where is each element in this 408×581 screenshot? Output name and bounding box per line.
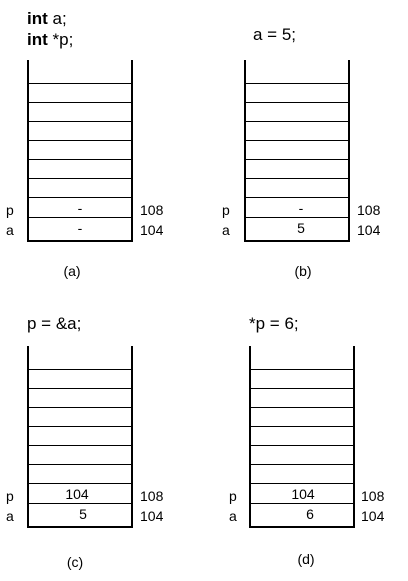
cell-p-value: -	[298, 200, 304, 216]
stack-slot-line	[244, 159, 350, 160]
stack-slot-line	[244, 102, 350, 103]
panel-a-code-line-1: int a;	[27, 8, 67, 29]
panel-a-code-line-2: int *p;	[27, 29, 73, 50]
stack-slot-line	[27, 445, 133, 446]
keyword-int: int	[27, 30, 48, 49]
stack-slot-line	[27, 197, 133, 198]
panel-c-caption: (c)	[66, 554, 84, 570]
address-label-a: 104	[357, 222, 381, 238]
var-label-a: a	[222, 222, 230, 238]
panel-a-stack: - -	[27, 60, 133, 242]
stack-bottom	[244, 240, 350, 242]
cell-a-value: 5	[79, 506, 87, 522]
panel-b-code: a = 5;	[253, 25, 297, 44]
stack-slot-line	[27, 503, 133, 504]
cell-p-value: -	[77, 200, 83, 216]
stack-slot-line	[27, 388, 133, 389]
cell-a-value: 5	[297, 220, 305, 236]
var-label-p: p	[229, 488, 237, 504]
stack-slot-line	[249, 407, 355, 408]
stack-slot-line	[27, 83, 133, 84]
stack-slot-line	[27, 121, 133, 122]
stack-slot-line	[249, 369, 355, 370]
var-label-p: p	[6, 488, 14, 504]
stack-slot-line	[27, 426, 133, 427]
stack-slot-line	[244, 83, 350, 84]
stack-slot-line	[27, 159, 133, 160]
stack-slot-line	[244, 121, 350, 122]
panel-a-caption: (a)	[63, 263, 81, 279]
stack-left-wall	[249, 346, 251, 528]
stack-slot-line	[27, 483, 133, 484]
panel-d-code: *p = 6;	[249, 314, 299, 333]
var-label-a: a	[6, 508, 14, 524]
panel-b-caption: (b)	[294, 263, 312, 279]
code-text: *p;	[47, 30, 74, 49]
stack-slot-line	[249, 426, 355, 427]
var-label-a: a	[6, 222, 14, 238]
panel-b-stack: - 5	[244, 60, 350, 242]
panel-d-caption: (d)	[297, 551, 315, 567]
stack-slot-line	[27, 102, 133, 103]
var-label-a: a	[229, 508, 237, 524]
stack-slot-line	[27, 178, 133, 179]
stack-slot-line	[249, 464, 355, 465]
stack-slot-line	[27, 464, 133, 465]
address-label-a: 104	[140, 508, 164, 524]
cell-a-value: 6	[306, 506, 314, 522]
stack-slot-line	[249, 503, 355, 504]
address-label-p: 108	[140, 202, 164, 218]
stack-slot-line	[244, 140, 350, 141]
address-label-a: 104	[361, 508, 385, 524]
cell-p-value: 104	[65, 486, 89, 502]
stack-right-wall	[131, 346, 133, 528]
panel-d-stack: 104 6	[249, 346, 355, 528]
stack-slot-line	[244, 178, 350, 179]
stack-bottom	[27, 526, 133, 528]
stack-bottom	[27, 240, 133, 242]
stack-slot-line	[27, 369, 133, 370]
stack-slot-line	[249, 483, 355, 484]
stack-slot-line	[249, 388, 355, 389]
stack-slot-line	[27, 140, 133, 141]
stack-right-wall	[131, 60, 133, 242]
keyword-int: int	[27, 9, 48, 28]
stack-right-wall	[353, 346, 355, 528]
cell-a-value: -	[77, 220, 83, 236]
address-label-p: 108	[357, 202, 381, 218]
panel-c-stack: 104 5	[27, 346, 133, 528]
stack-slot-line	[244, 197, 350, 198]
address-label-a: 104	[140, 222, 164, 238]
code-text: a;	[47, 9, 67, 28]
var-label-p: p	[6, 202, 14, 218]
address-label-p: 108	[140, 488, 164, 504]
stack-left-wall	[244, 60, 246, 242]
stack-right-wall	[348, 60, 350, 242]
stack-left-wall	[27, 346, 29, 528]
stack-slot-line	[244, 217, 350, 218]
address-label-p: 108	[361, 488, 385, 504]
panel-c-code: p = &a;	[27, 314, 82, 333]
stack-slot-line	[27, 217, 133, 218]
var-label-p: p	[222, 202, 230, 218]
cell-p-value: 104	[291, 486, 315, 502]
stack-bottom	[249, 526, 355, 528]
stack-left-wall	[27, 60, 29, 242]
stack-slot-line	[249, 445, 355, 446]
stack-slot-line	[27, 407, 133, 408]
